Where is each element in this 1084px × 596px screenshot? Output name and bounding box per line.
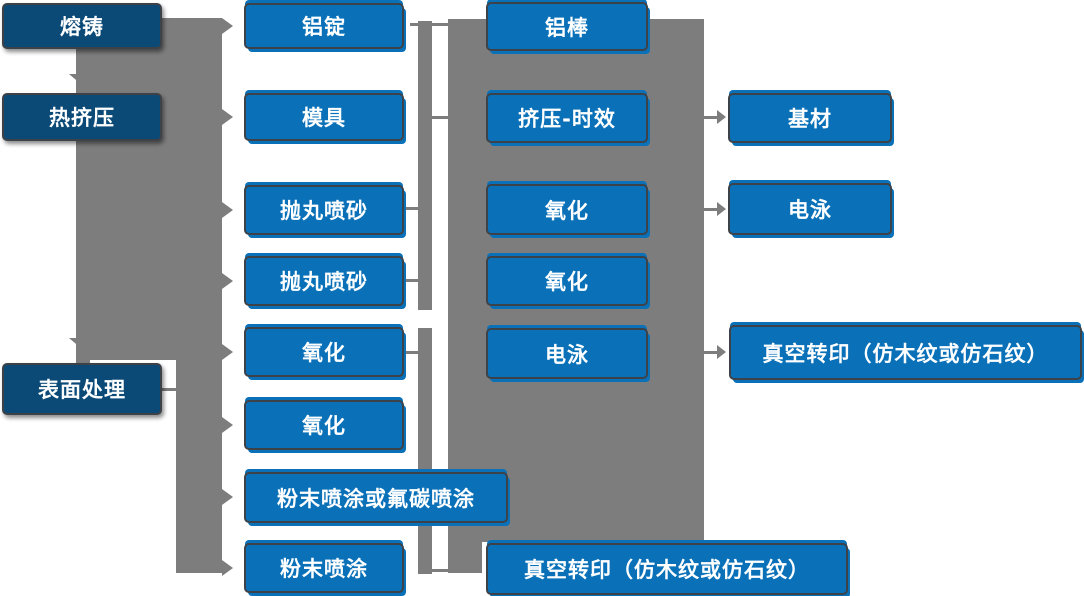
node-oxidation-1: 氧化	[244, 327, 404, 377]
node-powder-or-fluorocarbon-coating: 粉末喷涂或氟碳喷涂	[244, 472, 508, 523]
link-shot-blasting-2-to-band	[404, 279, 419, 282]
node-vacuum-transfer-output: 真空转印（仿木纹或仿石纹）	[729, 325, 1082, 380]
link-to-base-material	[704, 116, 718, 119]
link-to-electrophoresis-output	[704, 208, 718, 211]
link-surface-treatment-to-band	[162, 388, 177, 391]
link-row2-band-to-block	[431, 116, 449, 119]
node-extrusion-aging: 挤压-时效	[486, 93, 648, 143]
connector-surface-vertical-band	[176, 360, 222, 573]
node-oxidation-2: 氧化	[244, 400, 404, 450]
arrow-right-to-powder-coating	[222, 560, 233, 576]
arrow-right-to-shot-blasting-1	[222, 202, 233, 218]
connector-mid-band-upper	[418, 21, 432, 310]
node-melting-casting: 熔铸	[2, 3, 162, 49]
arrow-right-to-shot-blasting-2	[222, 273, 233, 289]
arrow-right-to-vacuum-transfer-output	[717, 345, 726, 359]
node-oxidation-3: 氧化	[486, 184, 648, 235]
node-aluminum-rod: 铝棒	[486, 2, 648, 51]
node-powder-coating: 粉末喷涂	[244, 543, 404, 593]
link-row8-band-to-block	[431, 569, 449, 572]
node-hot-extrusion: 热挤压	[2, 93, 162, 141]
arrow-right-to-mold	[222, 109, 233, 125]
node-surface-treatment: 表面处理	[2, 363, 162, 415]
connector-mid-band-lower	[418, 328, 432, 574]
node-shot-blasting-2: 抛丸喷砂	[244, 256, 404, 306]
arrow-down-to-surface-treatment	[69, 338, 95, 349]
connector-right-block-foot	[448, 542, 482, 573]
node-electrophoresis: 电泳	[486, 328, 648, 379]
node-shot-blasting-1: 抛丸喷砂	[244, 185, 404, 235]
arrow-right-to-ingot	[222, 18, 233, 34]
arrow-right-to-oxidation-1	[222, 344, 233, 360]
node-mold: 模具	[244, 93, 404, 141]
node-electrophoresis-output: 电泳	[728, 183, 892, 235]
link-oxidation-to-band	[404, 351, 419, 354]
node-vacuum-transfer-bottom: 真空转印（仿木纹或仿石纹）	[486, 543, 848, 595]
arrow-right-to-base-material	[717, 110, 726, 124]
node-aluminum-ingot: 铝锭	[244, 3, 404, 49]
link-to-vacuum-transfer-output	[704, 351, 718, 354]
node-base-material: 基材	[728, 93, 892, 143]
arrow-right-to-electrophoresis-output	[717, 202, 726, 216]
arrow-down-to-hot-extrusion	[69, 74, 95, 85]
arrow-right-to-powder-fluorocarbon	[222, 489, 233, 505]
link-row1-across-band	[410, 23, 450, 26]
link-shot-blasting-1-to-band	[404, 207, 419, 210]
arrow-right-to-oxidation-2	[222, 417, 233, 433]
connector-left-block	[88, 18, 222, 360]
node-oxidation-4: 氧化	[486, 256, 648, 306]
